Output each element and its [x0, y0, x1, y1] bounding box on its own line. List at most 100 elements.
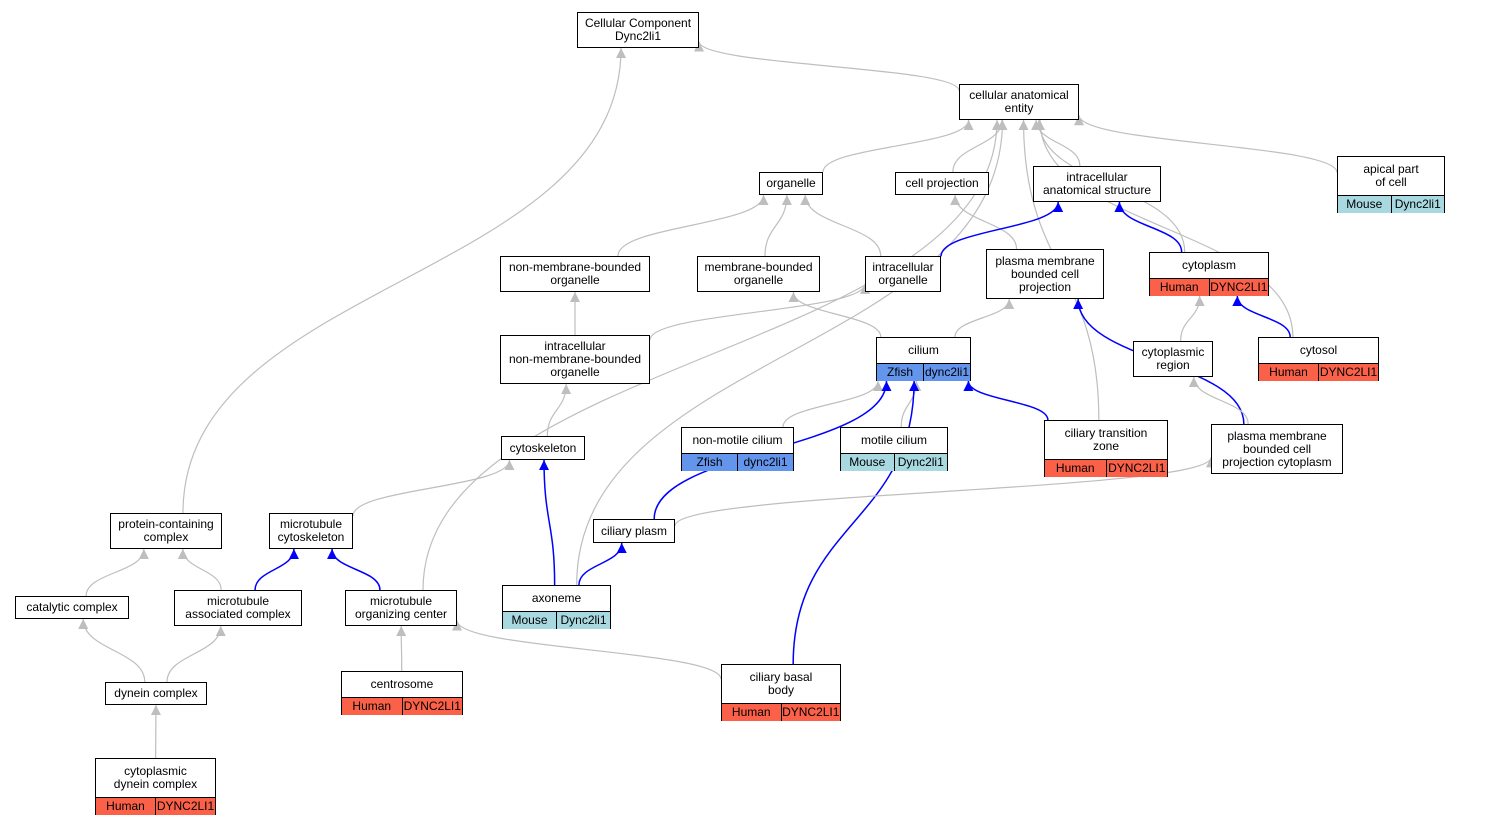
edge-intorg-to-organelle — [800, 194, 882, 257]
species-tag: Human — [731, 705, 771, 719]
node-label-line: Cellular Component — [584, 16, 692, 30]
node-organelle[interactable]: organelle — [759, 172, 823, 195]
node-label: non-motile cilium — [682, 428, 793, 453]
node-label-line: motile cilium — [860, 433, 927, 447]
species-tag: Mouse — [511, 613, 548, 627]
node-label-line: organelle — [550, 365, 600, 379]
edge-cilium-to-pmbcp — [954, 298, 1015, 338]
annotation-row: Human DYNC2LI1 — [1150, 278, 1268, 296]
node-label: cell projection — [896, 173, 988, 194]
node-catalytic[interactable]: catalytic complex — [15, 596, 129, 619]
node-label-line: cell projection — [905, 176, 979, 190]
edge-intorg-to-ias — [940, 201, 1064, 257]
edge-cytoplasm-to-ias — [1114, 201, 1183, 253]
node-label-line: bounded cell — [1242, 441, 1312, 456]
edge-cae-to-root — [694, 41, 960, 91]
node-label-line: complex — [143, 530, 189, 544]
node-label: organelle — [760, 173, 822, 194]
edge-axoneme-to-cytoskeleton — [539, 459, 556, 586]
node-label: cytosol — [1259, 338, 1378, 363]
species-tag: Human — [1269, 365, 1308, 379]
node-label-line: cytoplasmic — [124, 764, 187, 778]
edge-pcc-to-root — [182, 47, 627, 514]
node-dynein[interactable]: dynein complex — [105, 682, 207, 705]
species-tag: Human — [352, 699, 392, 713]
node-label-line: non-membrane-bounded — [508, 352, 642, 366]
edge-nonmotile-to-cilium — [782, 380, 883, 428]
edge-cbb-to-mtoc — [452, 620, 722, 680]
node-label: cilium — [877, 338, 970, 363]
node-label-line: axoneme — [531, 591, 582, 605]
edge-nmbo-to-organelle — [617, 194, 769, 257]
edge-dynein-to-mtac — [166, 625, 226, 683]
node-label-line: cytoskeleton — [277, 530, 345, 544]
node-label-line: projection — [1018, 279, 1072, 294]
node-label-line: organelle — [878, 273, 928, 287]
node-label: motile cilium — [841, 428, 947, 453]
edge-catalytic-to-pcc — [85, 548, 149, 597]
gene-tag: DYNC2LI1 — [1208, 279, 1268, 296]
node-label-line: non-motile cilium — [692, 433, 783, 447]
edge-mtoc-to-mtcsk — [327, 548, 381, 591]
node-label-line: centrosome — [370, 677, 434, 691]
edge-ias-to-cae — [1031, 119, 1081, 167]
gene-tag: Dync2li1 — [1390, 196, 1445, 213]
species-tag: Human — [1159, 280, 1199, 294]
node-label-line: cytoskeleton — [509, 440, 577, 455]
node-cytoskeleton[interactable]: cytoskeleton — [501, 436, 585, 460]
edge-mtac-to-pcc — [177, 548, 222, 591]
node-label-line: microtubule — [369, 594, 433, 608]
node-ciliaryplasm[interactable]: ciliary plasm — [593, 519, 675, 543]
node-label-line: organizing center — [354, 607, 448, 621]
node-label-line: catalytic complex — [26, 600, 118, 614]
species-tag: Human — [106, 799, 145, 813]
edge-mtac-to-mtcsk — [254, 548, 299, 591]
node-label: centrosome — [342, 672, 462, 697]
edge-cbb-to-cilium — [792, 380, 920, 665]
node-label-line: entity — [1004, 101, 1034, 115]
edge-organelle-to-cae — [822, 119, 974, 173]
node-cellproj[interactable]: cell projection — [895, 172, 989, 195]
node-label-line: region — [1156, 358, 1190, 372]
